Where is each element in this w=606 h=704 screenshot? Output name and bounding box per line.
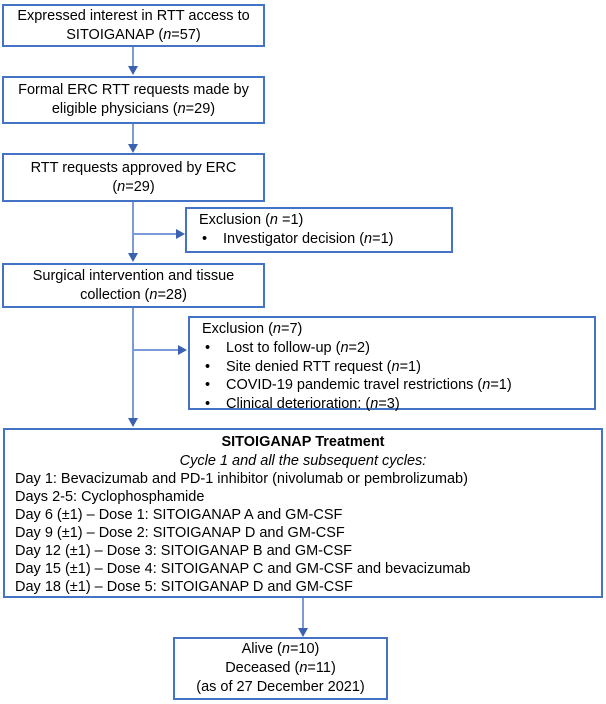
connector-line-1 [132, 47, 134, 67]
treatment-title: SITOIGANAP Treatment [221, 434, 385, 450]
exclusion-title: Exclusion (n =1) [199, 212, 304, 228]
connector-line-2 [132, 124, 134, 145]
connector-line-5 [302, 598, 304, 629]
flow-node-exclusion-2: Exclusion (n=7) Lost to follow-up (n=2)S… [188, 316, 596, 413]
treatment-schedule-line: Days 2-5: Cyclophosphamide [15, 489, 205, 505]
arrowhead-right-icon [178, 344, 187, 355]
treatment-schedule-line: Day 1: Bevacizumab and PD-1 inhibitor (n… [15, 471, 468, 487]
treatment-schedule-line: Day 18 (±1) – Dose 5: SITOIGANAP D and G… [15, 579, 353, 595]
connector-line-3 [132, 202, 134, 254]
exclusion-item: Investigator decision (n=1) [199, 230, 443, 249]
flow-node-approved: RTT requests approved by ERC(n=29) [2, 153, 265, 202]
node-text: RTT requests approved by ERC(n=29) [30, 159, 237, 195]
treatment-subtitle: Cycle 1 and all the subsequent cycles: [179, 453, 427, 469]
connector-branch-2 [132, 349, 179, 351]
exclusion-item: COVID-19 pandemic travel restrictions (n… [202, 376, 586, 395]
treatment-schedule-line: Day 12 (±1) – Dose 3: SITOIGANAP B and G… [15, 543, 353, 559]
exclusion-list: Lost to follow-up (n=2)Site denied RTT r… [202, 339, 586, 413]
exclusion-title: Exclusion (n=7) [202, 321, 303, 337]
treatment-schedule: Day 1: Bevacizumab and PD-1 inhibitor (n… [13, 470, 593, 596]
arrowhead-down-icon [127, 144, 138, 153]
arrowhead-right-icon [176, 228, 185, 239]
treatment-schedule-line: Day 6 (±1) – Dose 1: SITOIGANAP A and GM… [15, 507, 343, 523]
flow-node-outcome: Alive (n=10)Deceased (n=11)(as of 27 Dec… [173, 637, 388, 700]
treatment-schedule-line: Day 15 (±1) – Dose 4: SITOIGANAP C and G… [15, 561, 471, 577]
arrowhead-down-icon [127, 66, 138, 75]
connector-branch-1 [132, 233, 177, 235]
exclusion-item: Clinical deterioration: (n=3) [202, 395, 586, 414]
exclusion-list: Investigator decision (n=1) [199, 230, 443, 249]
arrowhead-down-icon [127, 418, 138, 427]
arrowhead-down-icon [127, 253, 138, 262]
exclusion-item: Lost to follow-up (n=2) [202, 339, 586, 358]
flow-node-treatment: SITOIGANAP Treatment Cycle 1 and all the… [3, 428, 603, 598]
flow-node-exclusion-1: Exclusion (n =1) Investigator decision (… [185, 207, 453, 253]
exclusion-item: Site denied RTT request (n=1) [202, 358, 586, 377]
treatment-schedule-line: Day 9 (±1) – Dose 2: SITOIGANAP D and GM… [15, 525, 345, 541]
arrowhead-down-icon [297, 628, 308, 637]
connector-line-4 [132, 308, 134, 419]
node-text: Alive (n=10)Deceased (n=11)(as of 27 Dec… [196, 641, 365, 695]
